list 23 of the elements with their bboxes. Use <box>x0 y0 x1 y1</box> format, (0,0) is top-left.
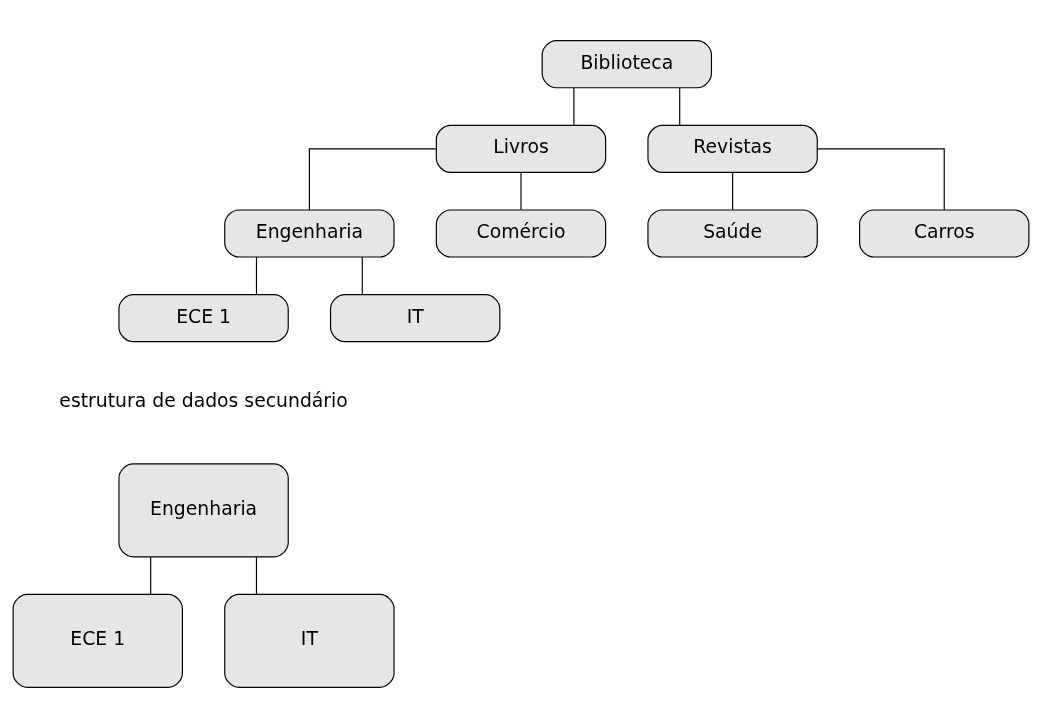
node-box: IT <box>329 293 501 342</box>
node-box: ECE 1 <box>12 593 183 688</box>
node-box: Revistas <box>647 124 818 173</box>
label: estrutura de dados secundário <box>59 389 348 411</box>
connector <box>520 171 522 210</box>
connector <box>679 86 681 126</box>
connector <box>255 256 258 295</box>
node-box: Engenharia <box>224 208 395 258</box>
connector <box>255 556 258 595</box>
node-box: Engenharia <box>118 462 289 557</box>
connector <box>361 256 363 295</box>
connector <box>816 147 945 210</box>
node-box: Livros <box>435 124 607 173</box>
node-box: ECE 1 <box>118 293 289 342</box>
connector <box>150 556 152 595</box>
node-box: IT <box>224 593 395 688</box>
node-box: Biblioteca <box>541 39 713 88</box>
node-box: Comércio <box>435 208 607 258</box>
node-box: Carros <box>859 208 1030 258</box>
connector <box>308 147 437 210</box>
connector <box>573 86 575 126</box>
connector <box>732 171 734 210</box>
node-box: Saúde <box>647 208 818 258</box>
